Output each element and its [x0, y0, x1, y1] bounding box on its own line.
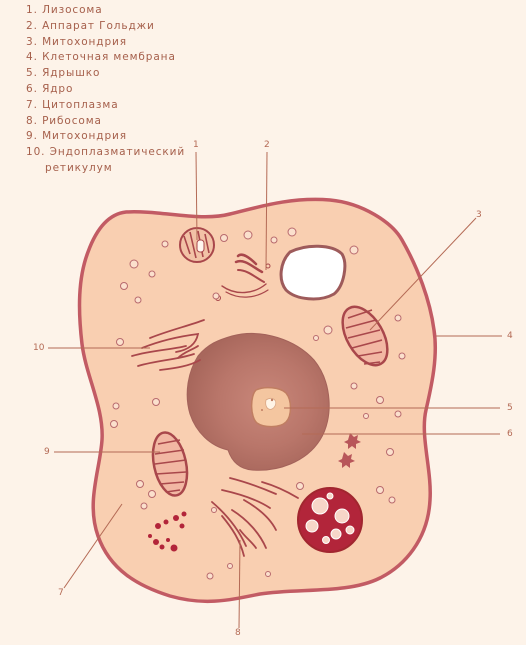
legend-label: Рибосома: [42, 114, 102, 127]
legend-label: Цитоплазма: [42, 98, 119, 111]
endoplasmic-reticulum-bottom: [211, 477, 299, 557]
legend-number: 10.: [26, 146, 46, 159]
nucleolus: [250, 386, 292, 428]
leader-line-1: [195, 151, 198, 241]
endoplasmic-reticulum-left: [131, 319, 205, 371]
callout-8: 8: [235, 628, 241, 638]
legend-item-7: 7. Цитоплазма: [26, 98, 276, 114]
legend-label: Митохондрия: [42, 35, 127, 48]
legend-item-4: 4. Клеточная мембрана: [26, 50, 276, 66]
legend-item-9: 9. Митохондрия: [26, 129, 276, 145]
lysosome: [179, 227, 215, 263]
legend-item-8: 8. Рибосома: [26, 114, 276, 130]
legend-number: 2.: [26, 19, 38, 32]
legend-number: 1.: [26, 4, 38, 16]
legend-item-10: 10. Эндоплазматический ретикулум: [26, 145, 276, 177]
callout-5: 5: [507, 403, 513, 413]
vesicles: [110, 227, 406, 580]
legend-item-3: 3. Митохондрия: [26, 35, 276, 51]
leader-line-3: [369, 217, 477, 331]
leader-line-8: [238, 539, 241, 629]
callout-7: 7: [58, 588, 64, 598]
legend-number: 5.: [26, 67, 38, 80]
callout-1: 1: [193, 140, 199, 150]
leader-line-2: [265, 151, 268, 271]
granules: [338, 433, 361, 468]
legend-list: 1. Лизосома 2. Аппарат Гольджи 3. Митохо…: [26, 3, 276, 177]
leader-lines: [48, 151, 502, 629]
legend-item-1: 1. Лизосома: [26, 3, 276, 19]
legend-label: Ядро: [42, 82, 74, 95]
legend-number: 4.: [26, 51, 38, 64]
leader-line-7: [63, 503, 123, 589]
legend-number: 8.: [26, 114, 38, 127]
lysosome-large: [297, 487, 363, 553]
callout-6: 6: [507, 429, 513, 439]
legend-number: 7.: [26, 98, 38, 111]
callout-10: 10: [33, 343, 45, 353]
callout-9: 9: [44, 447, 50, 457]
legend-item-2: 2. Аппарат Гольджи: [26, 19, 276, 35]
legend-number: 9.: [26, 130, 38, 143]
legend-label: Лизосома: [42, 4, 103, 16]
mitochondrion-right: [341, 305, 389, 367]
legend-item-6: 6. Ядро: [26, 82, 276, 98]
legend-number: 6.: [26, 82, 38, 95]
callout-4: 4: [507, 331, 513, 341]
vacuole: [279, 244, 347, 301]
legend-item-5: 5. Ядрышко: [26, 66, 276, 82]
mitochondrion-left: [151, 431, 189, 497]
legend-number: 3.: [26, 35, 38, 48]
legend-label: Аппарат Гольджи: [42, 19, 155, 32]
callout-2: 2: [264, 140, 270, 150]
legend-label-continuation: ретикулум: [45, 161, 113, 174]
legend-label: Клеточная мембрана: [42, 51, 176, 64]
callout-3: 3: [476, 210, 482, 220]
legend-label: Ядрышко: [42, 67, 101, 80]
legend-label: Эндоплазматический: [49, 146, 186, 159]
ribosome-cluster: [148, 511, 187, 552]
legend-label: Митохондрия: [42, 130, 127, 143]
